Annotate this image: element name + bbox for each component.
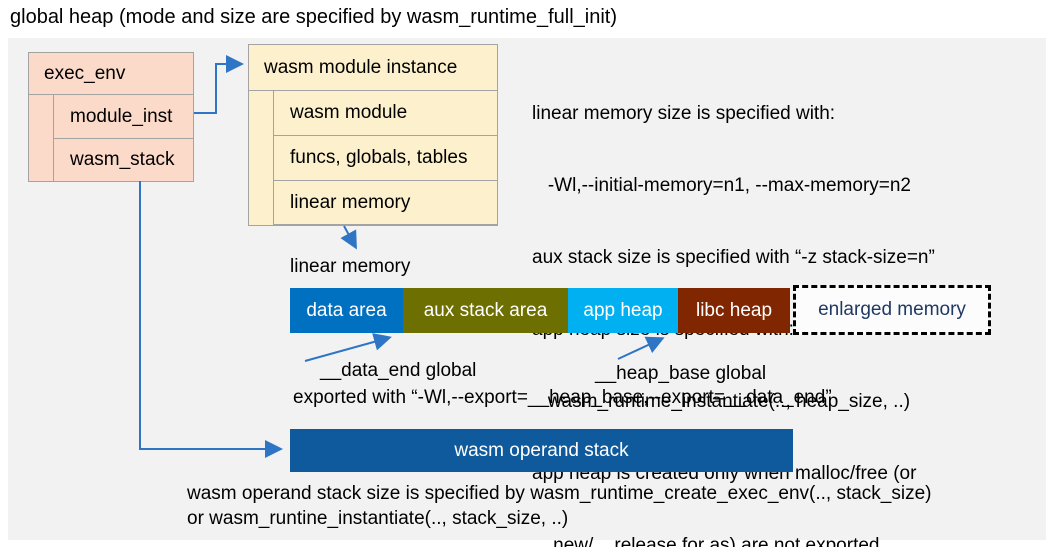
note-line: aux stack size is specified with “-z sta… [532,247,935,268]
heap-base-global-label: __heap_base global [595,363,767,384]
module-instance-box: wasm module instance wasm module funcs, … [248,44,498,226]
funcs-globals-tables-row: funcs, globals, tables [273,135,498,181]
segment-data-area: data area [290,288,403,333]
export-flags-note: exported with “-Wl,--export=__heap_base,… [293,387,832,408]
note-line: linear memory size is specified with: [532,103,836,124]
operand-stack-note-line1: wasm operand stack size is specified by … [187,483,932,504]
module-inst-box: module_inst [53,94,194,139]
module-instance-label: wasm module instance [249,45,497,91]
linear-memory-row: linear memory [273,180,498,225]
wasm-operand-stack-bar: wasm operand stack [290,429,793,472]
exec-env-label: exec_env [29,53,193,95]
operand-stack-note-line2: or wasm_runtine_instantiate(.., stack_si… [187,508,569,529]
enlarged-memory-box: enlarged memory [793,285,991,335]
wasm-stack-box: wasm_stack [53,138,194,182]
exec-env-box: exec_env module_inst wasm_stack [28,52,194,182]
note-line: wasm_runtime_instantiate(.., heap_size, … [532,391,911,412]
wasm-module-row: wasm module [273,90,498,136]
segment-aux-stack-area: aux stack area [403,288,568,333]
segment-app-heap: app heap [568,288,678,333]
diagram-title: global heap (mode and size are specified… [10,6,617,28]
linear-memory-label: linear memory [290,256,411,277]
linear-memory-bar: data area aux stack area app heap libc h… [290,288,790,333]
data-end-global-label: __data_end global [320,360,477,381]
segment-libc-heap: libc heap [678,288,790,333]
note-line: __new/__release for as) are not exported [532,535,880,547]
note-line: -Wl,--initial-memory=n1, --max-memory=n2 [532,175,911,196]
